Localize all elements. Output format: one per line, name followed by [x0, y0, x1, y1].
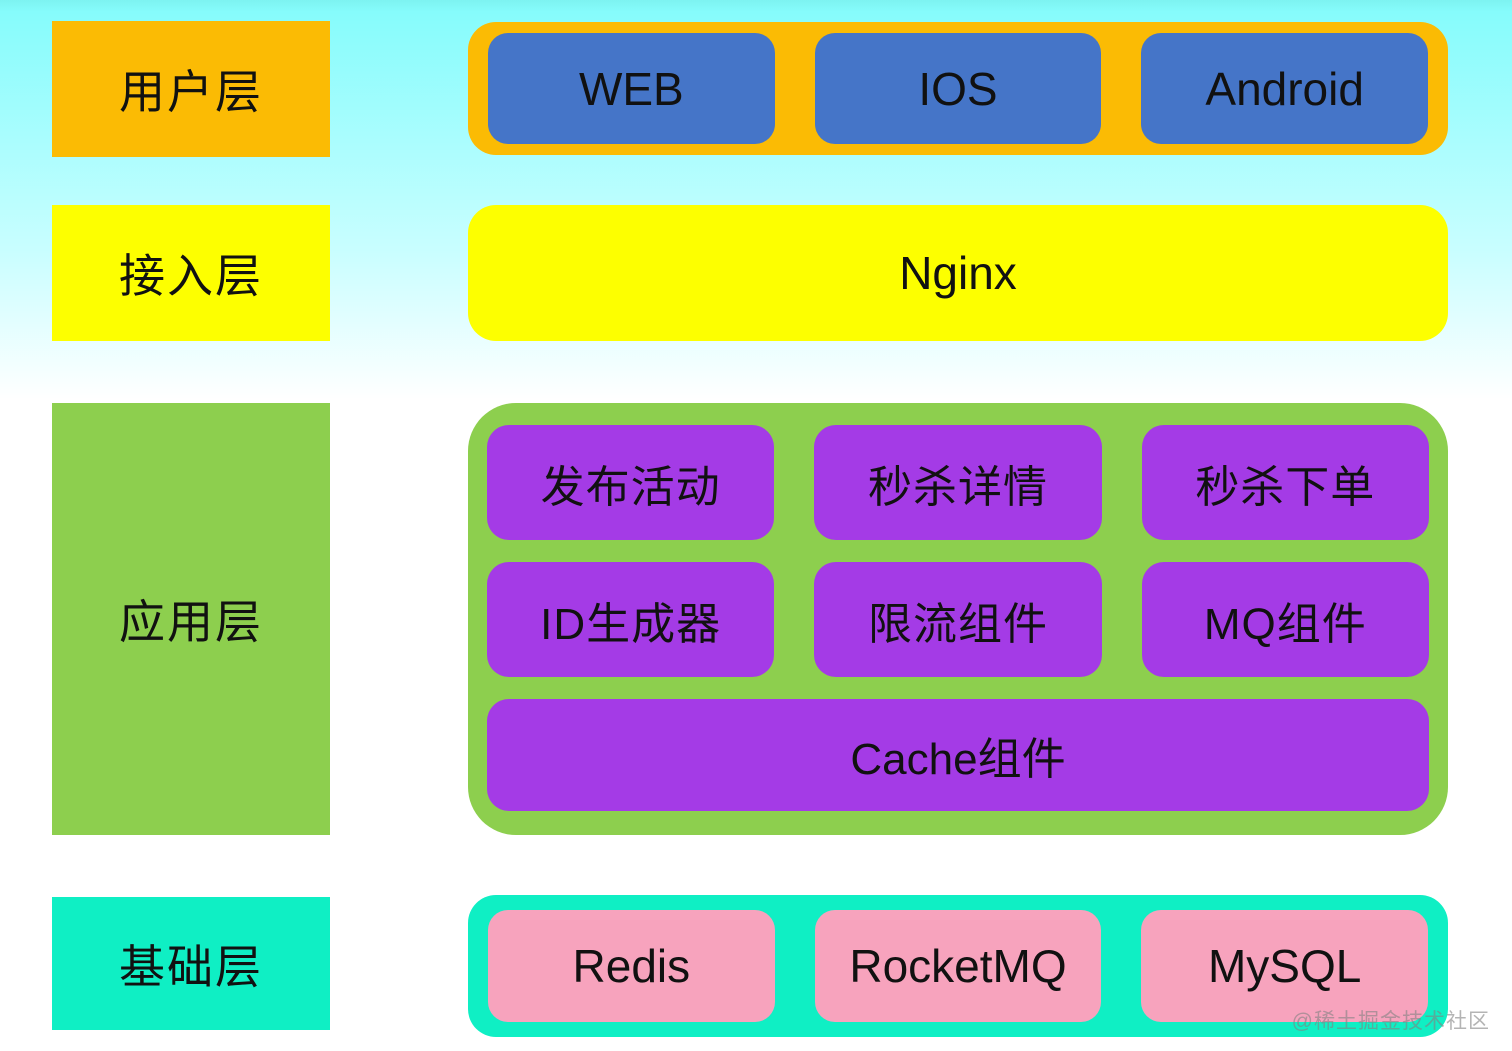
node-seckill-detail: 秒杀详情	[814, 425, 1102, 540]
app-layer-group: 发布活动 秒杀详情 秒杀下单 ID生成器 限流组件 MQ组件 Cache组件	[468, 403, 1448, 835]
node-mq-component: MQ组件	[1141, 562, 1429, 677]
node-nginx: Nginx	[468, 205, 1448, 341]
node-redis: Redis	[488, 910, 775, 1022]
node-rocketmq: RocketMQ	[814, 910, 1102, 1022]
infra-layer-group: Redis RocketMQ MySQL	[468, 895, 1448, 1037]
node-rate-limiter: 限流组件	[814, 562, 1102, 677]
node-web: WEB	[488, 33, 775, 144]
node-seckill-order: 秒杀下单	[1141, 425, 1429, 540]
node-id-generator: ID生成器	[487, 562, 775, 677]
node-android: Android	[1141, 33, 1429, 144]
layer-label-user: 用户层	[52, 21, 330, 157]
watermark: @稀土掘金技术社区	[1291, 1010, 1490, 1033]
node-cache-component: Cache组件	[487, 699, 1429, 811]
layer-label-access: 接入层	[52, 205, 330, 341]
node-publish-activity: 发布活动	[487, 425, 775, 540]
node-mysql: MySQL	[1141, 910, 1429, 1022]
user-layer-group: WEB IOS Android	[468, 22, 1448, 155]
layer-label-app: 应用层	[52, 403, 330, 835]
node-ios: IOS	[814, 33, 1102, 144]
layer-label-infra: 基础层	[52, 897, 330, 1030]
